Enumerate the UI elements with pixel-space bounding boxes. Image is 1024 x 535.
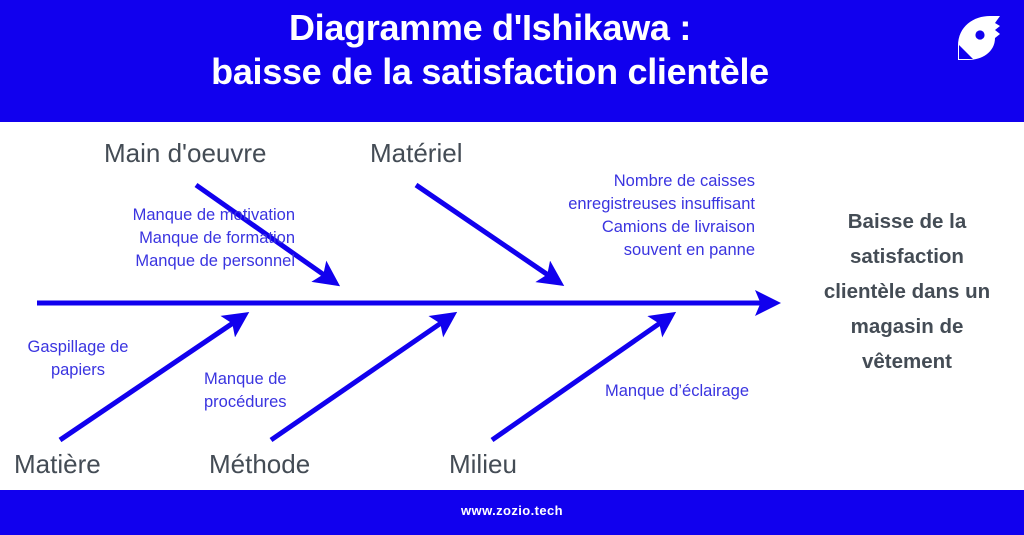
cause-item: Nombre de caisses bbox=[613, 172, 755, 190]
page-title-line-1: Diagramme d'Ishikawa : bbox=[288, 7, 692, 48]
page-title: Diagramme d'Ishikawa : baisse de la sati… bbox=[60, 6, 920, 94]
branch-arrow-milieu bbox=[490, 311, 677, 443]
effect-line: satisfaction bbox=[850, 245, 964, 268]
cause-list-main-doeuvre: Manque de motivation Manque de formation… bbox=[0, 204, 295, 273]
category-label-main-doeuvre: Main d'oeuvre bbox=[104, 138, 267, 168]
footer-bar: www.zozio.tech bbox=[0, 490, 1024, 535]
branch-arrow-matiere bbox=[58, 312, 250, 443]
cause-item: procédures bbox=[204, 393, 287, 411]
cause-list-methode: Manque de procédures bbox=[204, 368, 344, 414]
cause-item: Manque de bbox=[204, 370, 287, 388]
header-bar: Diagramme d'Ishikawa : baisse de la sati… bbox=[0, 0, 1024, 122]
cause-list-matiere: Gaspillage de papiers bbox=[18, 336, 138, 382]
effect-line: Baisse de la bbox=[847, 210, 967, 233]
zozio-fish-logo-icon bbox=[958, 16, 1000, 60]
fishbone-diagram: Main d'oeuvre Matériel Matière Méthode M… bbox=[0, 122, 1024, 490]
cause-item: papiers bbox=[50, 361, 106, 379]
effect-line: magasin de bbox=[850, 315, 964, 338]
page-title-line-2: baisse de la satisfaction clientèle bbox=[211, 51, 769, 92]
fishbone-skeleton bbox=[37, 182, 781, 443]
category-label-matiere: Matière bbox=[14, 449, 101, 479]
cause-list-materiel: Nombre de caisses enregistreuses insuffi… bbox=[450, 170, 755, 262]
effect-line: vêtement bbox=[861, 350, 952, 373]
branch-arrow-main-doeuvre bbox=[194, 182, 341, 287]
effect-statement: Baisse de la satisfaction clientèle dans… bbox=[800, 204, 1014, 379]
cause-item: souvent en panne bbox=[623, 241, 755, 259]
effect-line: clientèle dans un bbox=[823, 280, 991, 303]
footer-url: www.zozio.tech bbox=[461, 503, 563, 518]
cause-item: enregistreuses insuffisant bbox=[568, 195, 755, 213]
cause-item: Manque de formation bbox=[139, 229, 295, 247]
cause-item: Manque de personnel bbox=[135, 252, 295, 270]
cause-item: Manque de motivation bbox=[132, 206, 295, 224]
cause-item: Gaspillage de bbox=[27, 338, 129, 356]
category-label-milieu: Milieu bbox=[449, 449, 517, 479]
category-label-materiel: Matériel bbox=[370, 138, 463, 168]
cause-list-milieu: Manque d’éclairage bbox=[605, 380, 785, 403]
category-label-methode: Méthode bbox=[209, 449, 311, 479]
branch-arrow-materiel bbox=[414, 182, 565, 287]
branch-arrow-methode bbox=[269, 311, 458, 443]
cause-item: Camions de livraison bbox=[601, 218, 755, 236]
cause-item: Manque d’éclairage bbox=[605, 382, 750, 400]
